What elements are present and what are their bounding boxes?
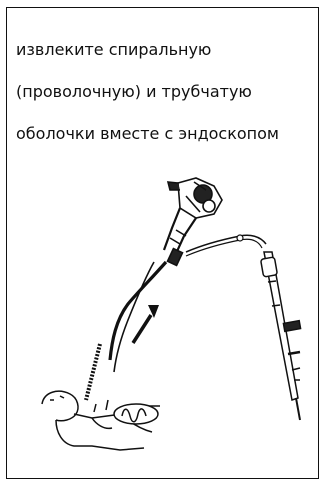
insertion-tube [110, 262, 166, 360]
withdraw-arrow-icon [133, 305, 159, 343]
supine-patient-figure-icon [42, 391, 160, 450]
endoscope-handle-icon [164, 178, 222, 265]
spiral-sheath [86, 344, 100, 400]
biopsy-instrument-icon [261, 252, 301, 420]
